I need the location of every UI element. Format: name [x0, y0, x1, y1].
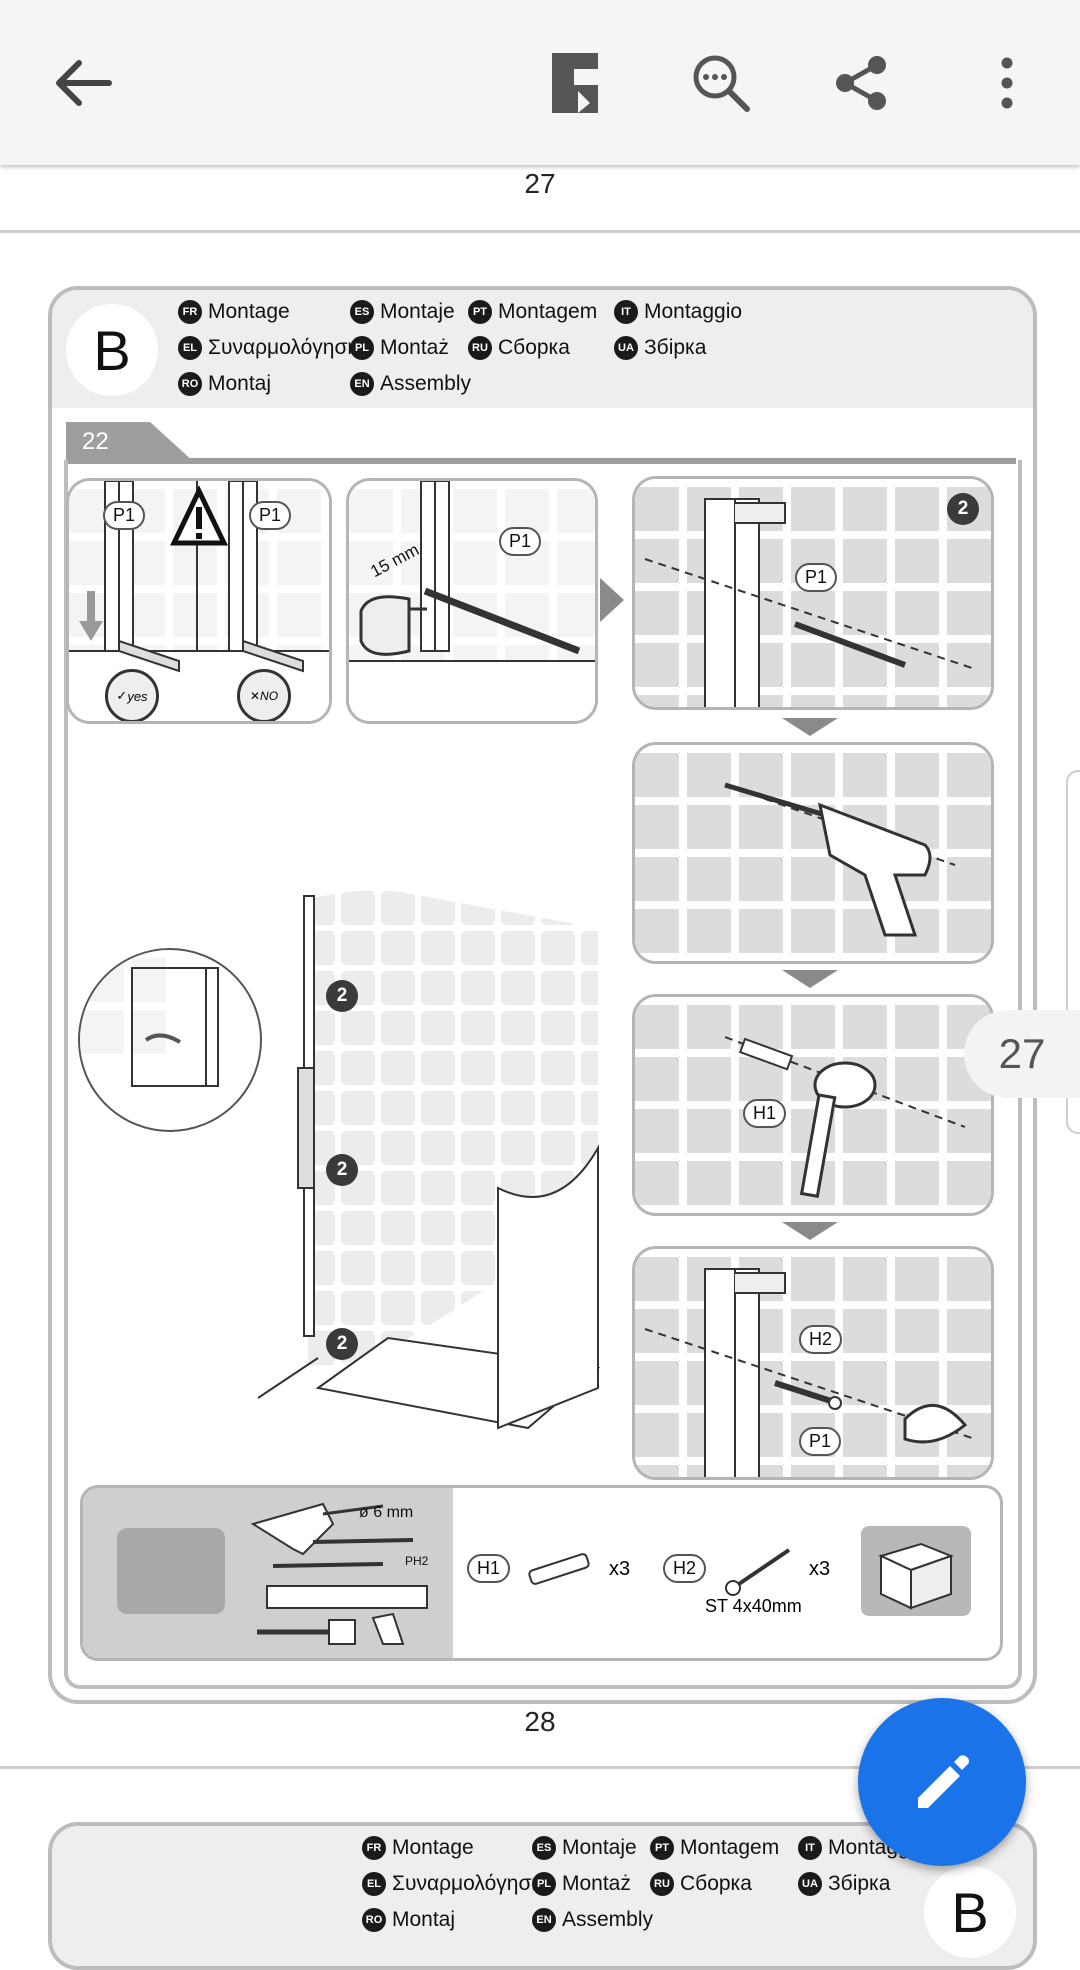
part-label-p1: P1: [499, 527, 542, 556]
tile-background: [635, 479, 991, 707]
panel-measure-mark: P1 15 mm: [346, 478, 598, 724]
more-options-button[interactable]: [964, 40, 1050, 126]
arrow-left-icon: [56, 60, 112, 106]
search-in-document-icon: [693, 55, 750, 112]
screw-profile-illustration: [644, 1268, 976, 1477]
wall-plug-icon: [528, 1553, 590, 1585]
top-app-bar: [0, 0, 1080, 165]
shower-door-illustration: [131, 967, 219, 1087]
part-label-p1: P1: [795, 563, 838, 592]
part-label-h2: H2: [799, 1325, 843, 1354]
profile-mark-illustration: [644, 498, 976, 707]
screw-spec: ST 4x40mm: [705, 1596, 802, 1616]
cross-no-icon: ✕NO: [237, 669, 291, 721]
arrow-right-icon: [600, 578, 624, 622]
marking-illustration: [349, 481, 595, 721]
fixing-point-badge: 2: [326, 980, 358, 1012]
panel-mark-holes: P1 2: [632, 476, 994, 710]
part-label-p1: P1: [249, 501, 292, 530]
panel-screw-profile: H2 P1: [632, 1246, 994, 1480]
arrow-down-icon: [782, 1222, 838, 1240]
tools-and-parts-box: ø 6 mm PH2 H1 x3 H2 x3 ST 4x40mm: [80, 1485, 1003, 1661]
step-badge: 2: [947, 493, 979, 525]
share-button[interactable]: [818, 40, 904, 126]
share-icon: [836, 56, 886, 110]
search-button[interactable]: [678, 40, 764, 126]
screwdriver-type: PH2: [405, 1554, 429, 1568]
panel-alignment-check: P1 P1 ✓yes ✕NO: [66, 478, 332, 724]
page-number-prev: 27: [524, 168, 556, 199]
screw-icon: [725, 1548, 791, 1596]
drill-bit-size: ø 6 mm: [359, 1504, 414, 1521]
package-box-icon: [861, 1526, 971, 1616]
arrow-down-icon: [782, 970, 838, 988]
tools-illustration: [250, 1502, 428, 1645]
back-button[interactable]: [40, 40, 126, 126]
h2-quantity: x3: [809, 1558, 831, 1580]
tools-section: ø 6 mm PH2: [83, 1488, 453, 1658]
panel-drill: [632, 742, 994, 964]
drill-illustration: [724, 782, 956, 937]
page-number-current: 28: [524, 1706, 556, 1737]
section-letter: B: [924, 1866, 1016, 1958]
page-separator: [0, 1766, 1080, 1769]
hammer-illustration: [724, 1036, 966, 1198]
edit-pencil-icon: [918, 1755, 969, 1808]
bookmark-toc-icon: [552, 53, 598, 113]
part-label-h1: H1: [743, 1099, 787, 1128]
step-divider: [66, 458, 1016, 464]
page-indicator-handle[interactable]: 27: [964, 1010, 1080, 1098]
part-label-h2: H2: [663, 1554, 707, 1583]
part-label-h1: H1: [467, 1554, 511, 1583]
fixing-point-badge: 2: [326, 1328, 358, 1360]
page-separator: [0, 230, 1080, 233]
check-yes-icon: ✓yes: [105, 669, 159, 721]
shower-overview-inset: [78, 948, 262, 1132]
panel-insert-plugs: H1: [632, 994, 994, 1216]
bookmark-button[interactable]: [532, 40, 618, 126]
fast-scroll-track[interactable]: [1066, 770, 1080, 1134]
step-number-tab: 22: [66, 422, 194, 462]
part-label-p1: P1: [103, 501, 146, 530]
tile-background: [635, 745, 991, 961]
section-letter: B: [66, 304, 158, 396]
arrow-down-icon: [782, 718, 838, 736]
part-label-p1: P1: [799, 1427, 842, 1456]
more-vertical-icon: [1001, 57, 1013, 109]
profile-cutout-icon: [117, 1528, 225, 1614]
shower-enclosure-illustration: 2 2 2: [258, 888, 608, 1478]
fixing-point-badge: 2: [326, 1154, 358, 1186]
edit-fab-button[interactable]: [858, 1698, 1026, 1866]
h1-quantity: x3: [609, 1558, 631, 1580]
